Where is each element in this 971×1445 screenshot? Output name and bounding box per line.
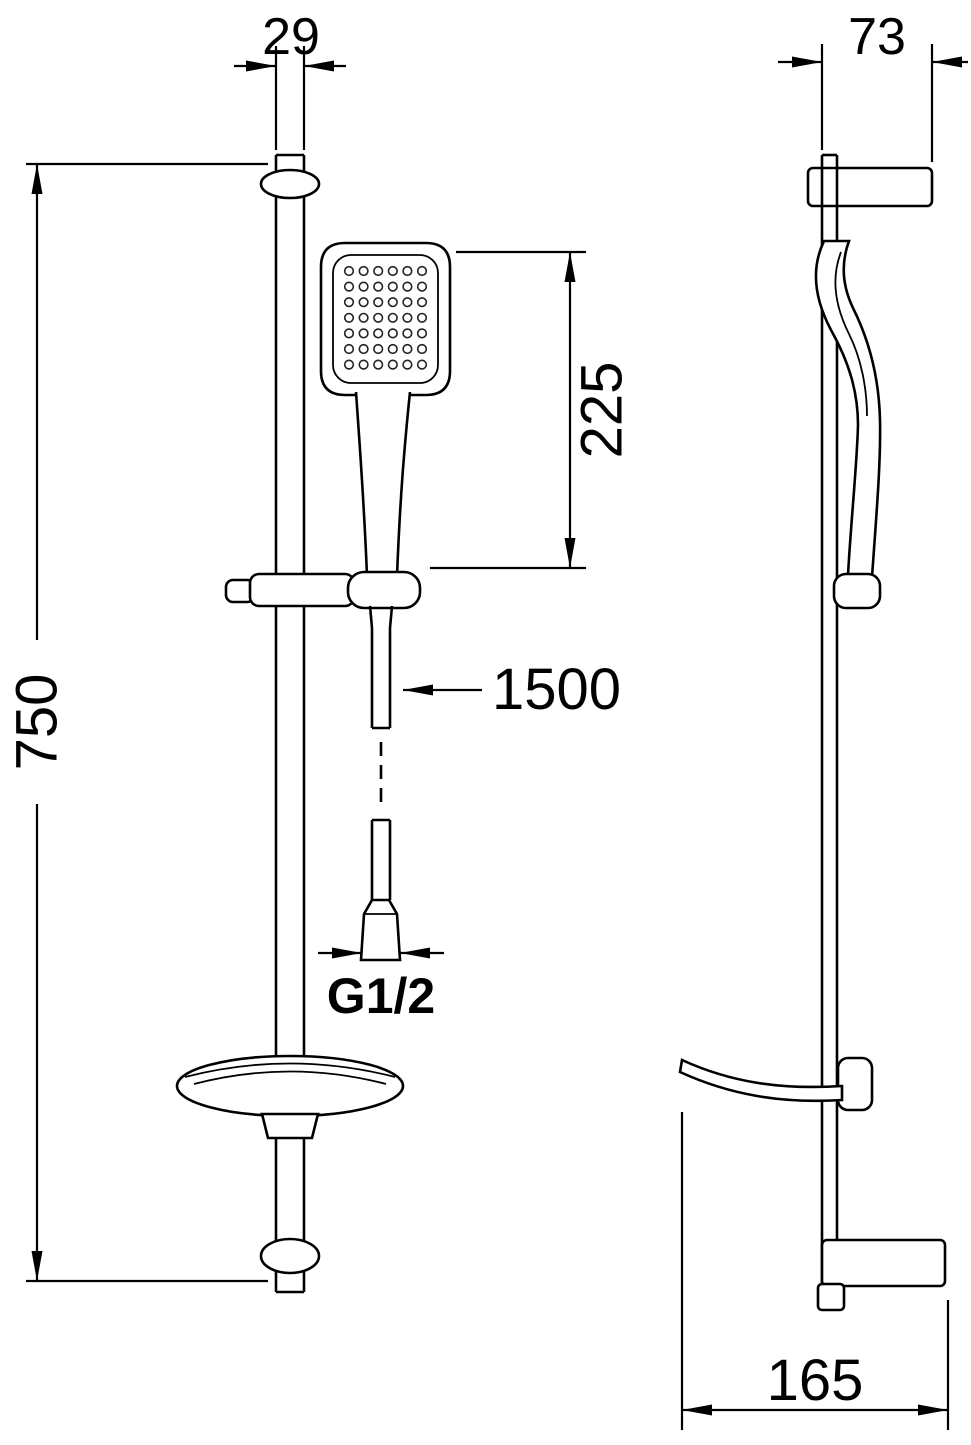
label-mask [8,640,64,804]
hand-shower-side [814,239,882,610]
holder-ring [346,570,422,610]
dimension-overall-depth: 165 [680,1112,950,1430]
hand-shower-side-detail [834,251,868,417]
dim-label-hose-length: 1500 [492,657,621,722]
arrowhead [246,60,276,72]
dimension-bar-width: 29 [234,8,346,150]
soap-dish-rim-outer [184,1062,396,1078]
arrowhead [932,56,962,68]
side-view: 73 165 [678,8,968,1430]
holder-side [832,572,882,610]
hose-lower-segment [370,818,392,900]
bracket-body [820,1238,947,1288]
dimension-top-bracket-depth: 73 [778,8,968,162]
dim-label-bar-length: 750 [5,674,70,771]
dim-label-connection-thread: G1/2 [327,968,435,1024]
soap-dish-front [175,1054,405,1140]
arrowhead [918,1404,948,1416]
dim-label-bar-width: 29 [262,8,320,66]
dimension-connection-thread: G1/2 [318,947,444,1024]
arrowhead [564,538,576,568]
slider-holder-front [224,570,422,610]
bracket-leg [816,1282,846,1312]
soap-dish-mount-collar [260,1112,320,1140]
spray-nozzle-dots [343,265,428,370]
arrowhead [304,60,334,72]
hand-shower-head [319,241,452,397]
dimension-hose-length: 1500 [403,657,621,722]
dimension-bar-length: 750 [5,162,268,1283]
arrowhead [792,56,822,68]
spray-face [332,254,439,384]
hand-shower-handle [354,391,412,578]
wall-bracket-bottom [816,1238,947,1312]
dim-label-top-bracket-depth: 73 [848,8,906,66]
holder-bracket [248,572,356,608]
wall-bracket-top [806,166,934,208]
hand-shower-side-profile [814,239,882,579]
arrowhead [31,1251,43,1281]
soap-dish-rim-inner [193,1070,387,1085]
soap-dish-mount [836,1056,874,1112]
front-view: 29 750 225 1500 [5,8,635,1294]
dimension-handshower-length: 225 [430,250,635,570]
hose-neck-left [368,605,374,629]
arrowhead [400,947,430,959]
soap-dish-bowl [175,1054,405,1118]
hand-shower-front [319,241,452,578]
soap-dish-side [678,1056,874,1112]
shower-hose-front [359,605,402,962]
hose-end-connector [359,898,402,962]
arrowhead [31,164,43,194]
hose-neck-right [388,605,394,629]
dim-label-handshower-length: 225 [570,362,635,459]
arrowhead [332,947,362,959]
soap-dish-profile [678,1058,844,1103]
hose-upper-segment [370,628,392,730]
arrowhead [682,1404,712,1416]
rail-top-collar [259,168,321,200]
dim-label-overall-depth: 165 [767,1348,864,1413]
arrowhead [564,252,576,282]
rail-bottom-collar [259,1237,321,1275]
arrowhead [403,684,433,696]
